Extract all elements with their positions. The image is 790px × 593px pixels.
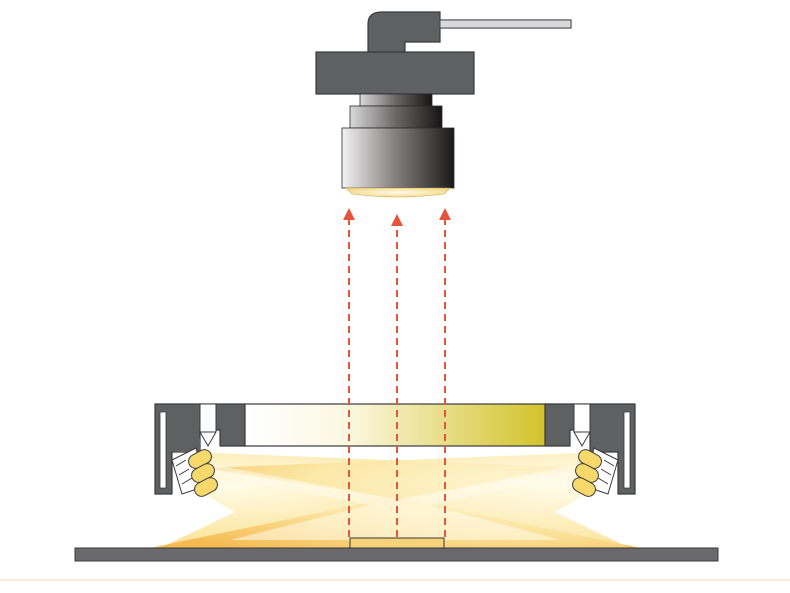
light-beams: [150, 452, 640, 548]
led-cluster-left: [171, 447, 218, 497]
camera-cable: [367, 11, 572, 53]
sample-object: [349, 537, 445, 549]
led-cluster-right: [572, 447, 619, 497]
lens: [341, 93, 455, 198]
camera-body: [315, 51, 475, 95]
arrowhead-icon: [391, 214, 403, 226]
diffuser-window: [244, 403, 546, 447]
ring-light: [154, 403, 636, 495]
reflected-rays: [343, 208, 451, 537]
arrowhead-icon: [343, 208, 355, 220]
arrowhead-icon: [439, 208, 451, 220]
stage-plate: [74, 547, 719, 562]
